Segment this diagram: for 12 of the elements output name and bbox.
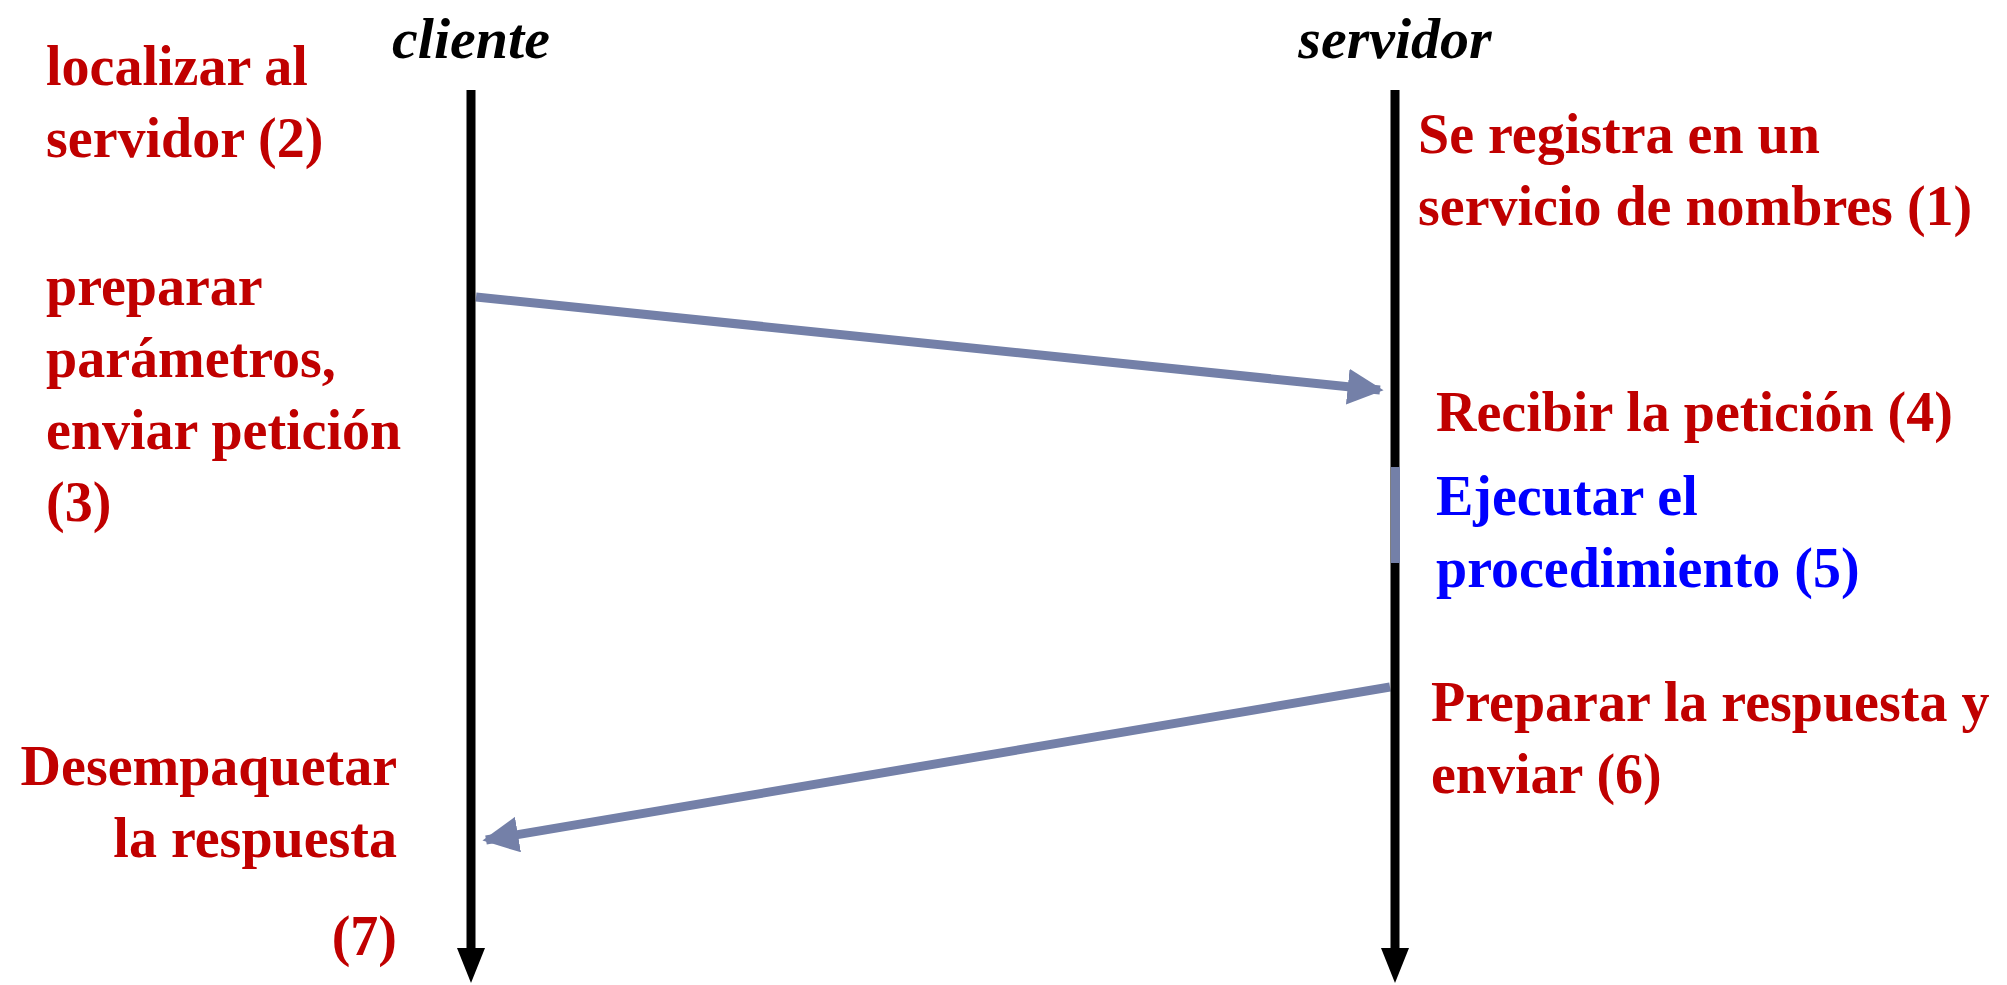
message-arrow: [475, 292, 1384, 405]
lifeline-title: servidor: [1297, 5, 1493, 73]
lifeline-title: cliente: [391, 5, 551, 73]
step-note: Se registra en un servicio de nombres (1): [1418, 102, 1974, 239]
step-note: (7): [330, 904, 397, 969]
step-note: Ejecutar el procedimiento (5): [1436, 464, 1861, 601]
step-note: Recibir la petición (4): [1436, 380, 1954, 445]
step-note: localizar al servidor (2): [46, 34, 325, 171]
message-arrow: [482, 682, 1391, 853]
step-note: Desempaquetar la respuesta: [19, 734, 397, 871]
step-note: preparar parámetros, enviar petición (3): [46, 254, 403, 535]
step-note: Preparar la respuesta y enviar (6): [1431, 670, 1991, 807]
